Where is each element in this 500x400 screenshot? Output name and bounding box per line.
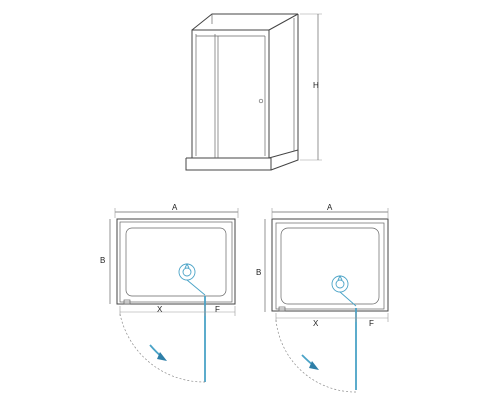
tray-basin: [125, 227, 227, 297]
hinge-block: [123, 299, 131, 305]
drain-icon: [182, 267, 192, 277]
drain-arrow-icon: [184, 262, 190, 269]
width-label-2: A: [327, 203, 333, 212]
plan-view-right: A B X F: [256, 203, 389, 393]
swing-arrow-icon: [157, 352, 167, 361]
height-label: H: [313, 81, 319, 90]
width-label: A: [172, 203, 178, 212]
tray-basin-2: [280, 227, 380, 305]
door-x-label-2: X: [313, 319, 319, 328]
tray-rim-2: [275, 222, 385, 310]
drain-arrow-icon-2: [337, 274, 343, 281]
offset-f-label-2: F: [369, 319, 374, 328]
door-x-label: X: [157, 305, 163, 314]
tray-outline-2: [271, 218, 389, 312]
roof-outline: [191, 13, 299, 31]
side-panel: [268, 14, 299, 159]
cabin-3d-view: H: [185, 13, 322, 171]
door-swing-arc: [119, 313, 206, 383]
plan-view-left: A B X F: [100, 203, 239, 383]
tray-rim: [119, 221, 233, 303]
depth-label-2: B: [256, 268, 261, 277]
drain-outer-ring: [178, 263, 196, 281]
depth-label: B: [100, 256, 105, 265]
tray-front: [185, 158, 272, 171]
drain-icon-2: [335, 279, 345, 289]
drain-leader-2: [339, 291, 357, 307]
offset-f-label: F: [215, 305, 220, 314]
swing-arrow-icon-2: [309, 361, 319, 370]
front-frame: [191, 29, 270, 159]
drain-outer-ring-2: [331, 275, 349, 293]
hinge-block-2: [278, 306, 286, 312]
door-handle-icon: [258, 98, 264, 104]
tray-side: [270, 150, 299, 171]
door-swing-arc-2: [275, 319, 357, 393]
tray-outline: [116, 218, 236, 305]
drain-leader: [186, 279, 206, 296]
